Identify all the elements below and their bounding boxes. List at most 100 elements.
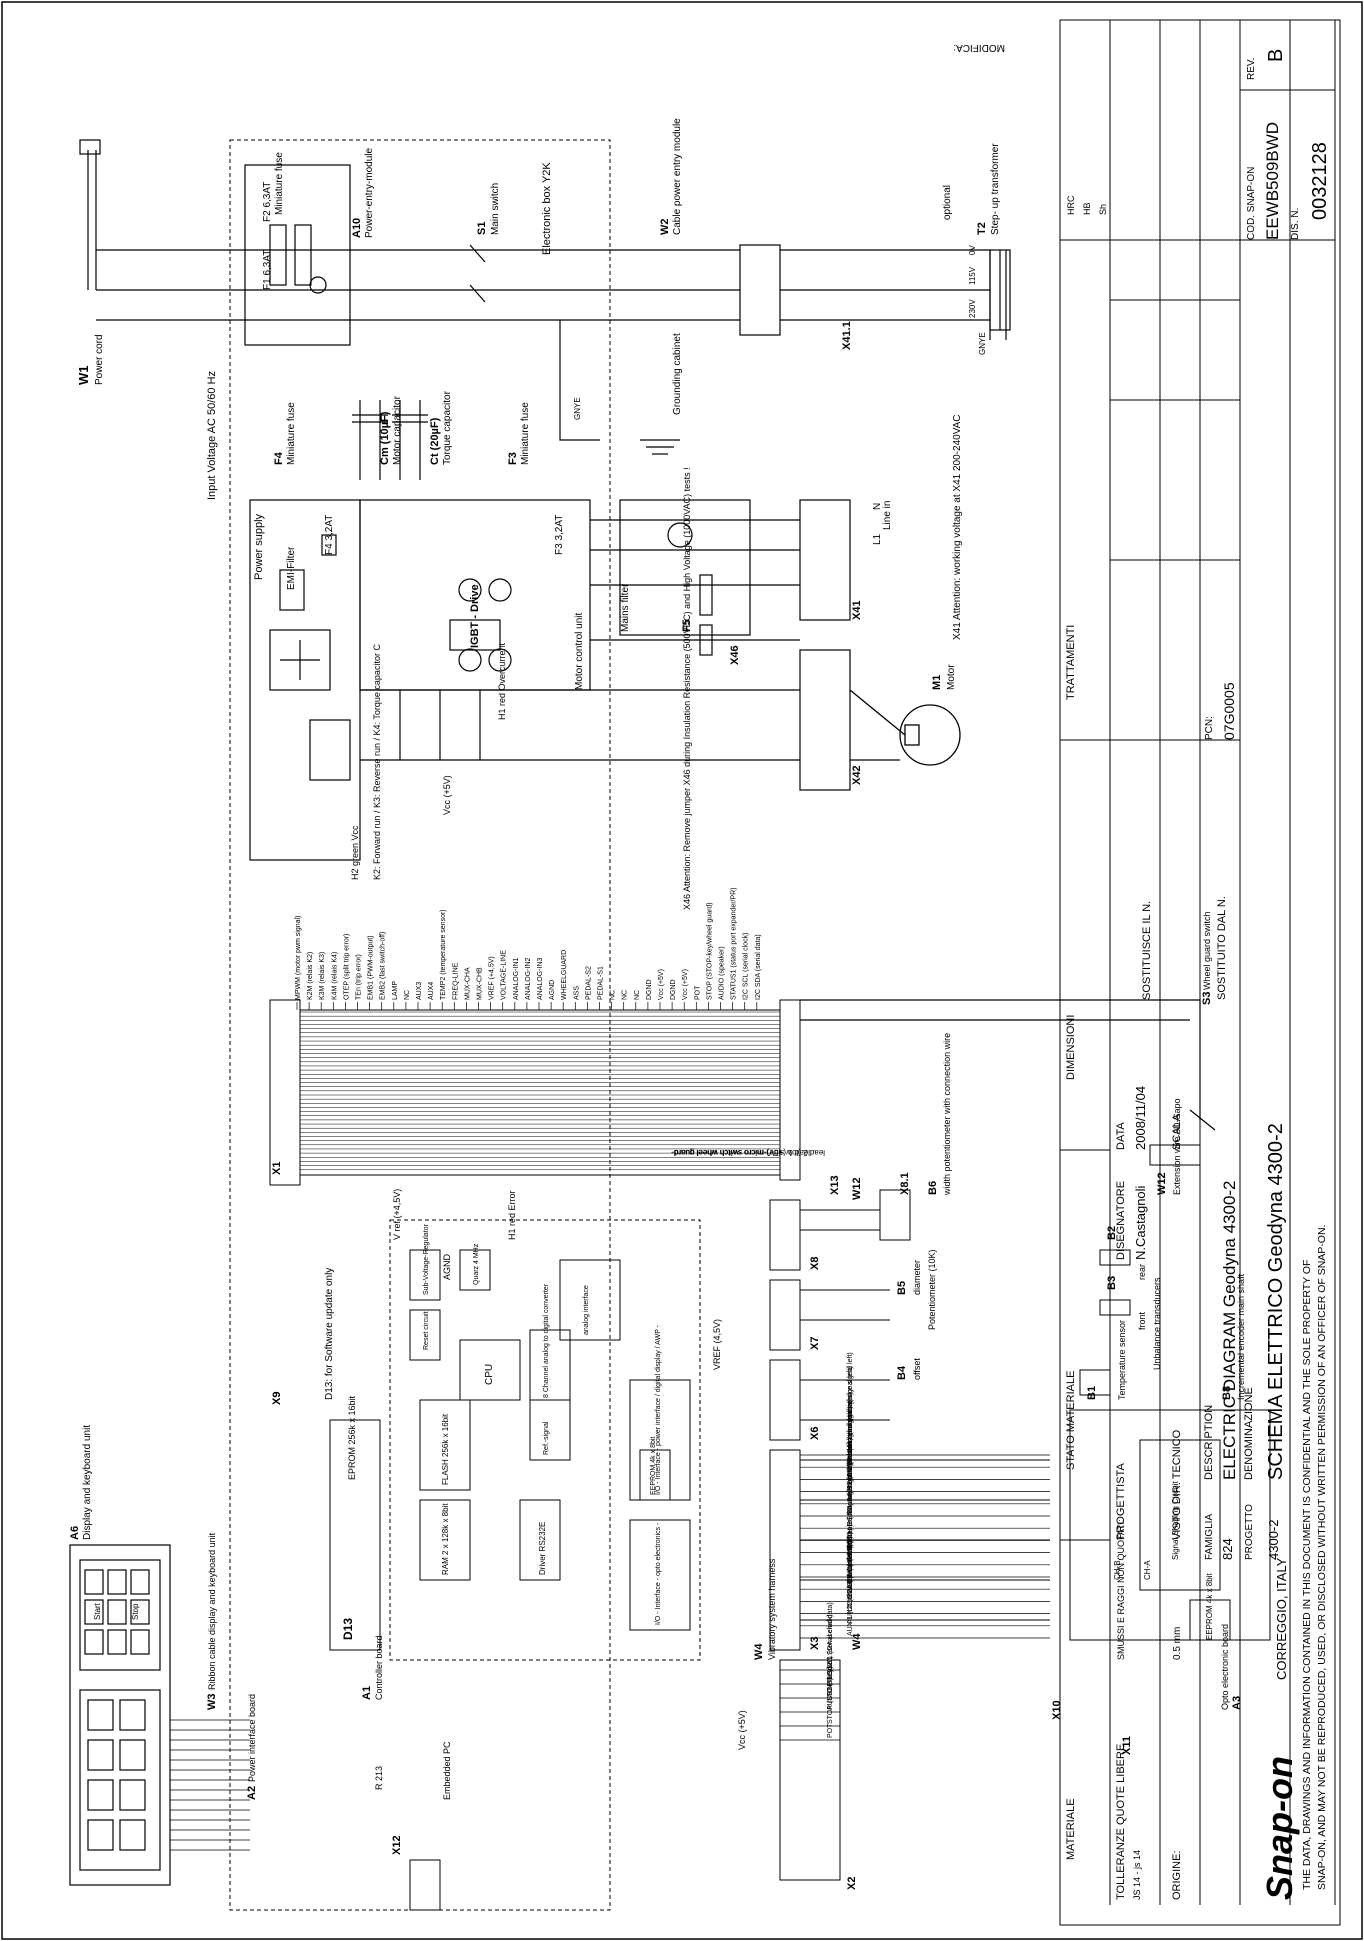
label-f4-value: F4 3,2AT <box>324 515 335 555</box>
x1-signal-label: ASS <box>573 986 580 1000</box>
label-x42: X42 <box>851 765 863 785</box>
label-ct: Ct (20µF) <box>429 417 441 465</box>
x3-signal-label: CH-B (channel B optoelectronic) <box>847 1438 854 1538</box>
col-header-treatments: TRATTAMENTI <box>1065 625 1077 700</box>
draftsman-label: DISEGNATORE <box>1115 1181 1127 1260</box>
x1-signal-label: AUX4 <box>428 982 435 1000</box>
label-t2-115: 115V <box>968 266 977 285</box>
controller-board-a1 <box>329 1219 701 1661</box>
confidential-line-2: SNAP-ON, AND MAY NOT BE REPRODUCED, USED… <box>1316 1225 1328 1890</box>
label-a2: A2 <box>246 1786 258 1800</box>
label-lead1: lead 1 (+5V)-micro switch wheel guard- <box>671 1148 810 1157</box>
label-flash: FLASH 256k x 16bit <box>441 1413 450 1485</box>
x1-signal-label: FREQ-LINE <box>452 962 459 1000</box>
replaces-label: SOSTITUISCE IL N. <box>1141 901 1153 1000</box>
label-x1: X1 <box>271 1162 283 1175</box>
draftsman-value: N.Castagnoli <box>1133 1185 1148 1260</box>
label-f2: F2 6,3AT <box>262 182 273 222</box>
x1-signal-label: MUX-CHB <box>477 967 484 1000</box>
label-s1-desc: Main switch <box>490 183 501 235</box>
x1-signal-label: K3M (relais K3) <box>319 952 326 1000</box>
label-x13: X13 <box>829 1175 841 1195</box>
confidential-line-1: THE DATA, DRAWINGS AND INFORMATION CONTA… <box>1301 1260 1313 1890</box>
x2-signal-label: STATUS1 <box>827 1665 834 1696</box>
x3-signal-label: BAL right - (unbalance signal right) <box>847 1406 854 1514</box>
x1-signal-label: K4M (relais K4) <box>331 952 338 1000</box>
label-adc: 8 Channel analog to digital converter <box>543 1283 550 1398</box>
label-w1-desc: Power cord <box>94 334 105 385</box>
label-b6-desc: width potentiometer with connection wire <box>942 1033 952 1196</box>
motor-m1 <box>849 689 961 766</box>
hardness-hrc: HRC <box>1066 195 1076 215</box>
label-ram: RAM 2 x 128k x 8bit <box>441 1503 450 1575</box>
x3-signal-label: AGND <box>847 1457 854 1477</box>
mains-wiring <box>79 139 1011 455</box>
label-lead2: lead 2 (low side)-micro switch wheel gua… <box>671 1148 825 1157</box>
date-label: DATA <box>1115 1122 1127 1150</box>
x1-signal-label: VREF (+4,5V) <box>489 956 496 1000</box>
label-vcc-top: Vcc (+5V) <box>442 775 452 815</box>
approved-label: VISTO DIR. TECNICO <box>1171 1429 1183 1540</box>
label-igbt: IGBT - Drive <box>469 584 481 648</box>
family-value: 824 <box>1220 1538 1235 1560</box>
x3-signal-label: TEMP1 (temperature sensor) <box>847 1399 854 1490</box>
component-labels: W1 Power cord Input Voltage AC 50/60 Hz … <box>69 118 1246 1890</box>
label-x12: X12 <box>391 1835 403 1855</box>
label-h1-overcurrent: H1 red Overcurrent <box>497 642 507 720</box>
label-cm-desc: Motor capacitor <box>392 395 403 465</box>
label-t2-desc: Step- up transformer <box>990 143 1001 235</box>
label-w12-ext: W12 <box>1156 1172 1168 1195</box>
label-agnd: AGND <box>442 1253 452 1280</box>
label-w1: W1 <box>76 366 91 386</box>
x1-signal-label: PEDAL-S2 <box>585 966 592 1000</box>
project-label: PROGETTO <box>1244 1504 1255 1560</box>
col-header-state: STATO MATERIALE <box>1065 1371 1077 1470</box>
label-eprom: EPROM 256k x 16bit <box>347 1395 357 1480</box>
x1-signal-label: EMB1 (PWM-output) <box>368 935 375 1000</box>
label-gnye-ground: GNYE <box>573 397 582 420</box>
x1-signal-label: NC <box>622 990 629 1000</box>
label-x41: X41 <box>851 600 863 620</box>
x3-signal-label: BAL right + (unbalance signal right) <box>847 1393 854 1502</box>
label-b1: B1 <box>1086 1386 1098 1400</box>
x1-connector <box>269 999 801 1186</box>
x1-signal-label: DGND <box>670 979 677 1000</box>
x1-signal-label: NC <box>634 990 641 1000</box>
x1-signal-label: Vcc (+5V) <box>658 969 665 1000</box>
x1-signal-label: ANALOG-IN2 <box>525 957 532 1000</box>
label-sub-voltage: Sub-Voltage-Regulator <box>423 1224 430 1295</box>
label-x46-note: X46 Attention: Remove jumper X46 during … <box>682 467 692 910</box>
label-chb: CH-B <box>1113 1560 1122 1580</box>
label-a6: A6 <box>69 1526 81 1540</box>
terminal-strips <box>360 499 851 791</box>
x3-signal-lines: BAL left + (unbalance signal left)BAL le… <box>800 1352 1050 1639</box>
x1-signal-label: EMB2 (fast switch-off) <box>380 932 387 1000</box>
label-m1-desc: Motor <box>946 664 957 690</box>
tolerances-value: JS 14 - js 14 <box>1132 1850 1142 1900</box>
x1-signal-label: VOLTAGE-LINE <box>501 950 508 1000</box>
label-f2-desc: Miniature fuse <box>274 152 285 215</box>
label-vcc-x2: Vcc (+5V) <box>737 1710 747 1750</box>
origin-label: ORIGINE: <box>1171 1850 1183 1900</box>
label-t2-optional: optional <box>942 185 953 220</box>
label-h2: H2 green Vcc <box>350 825 360 880</box>
label-h1-error: H1 red Error <box>507 1190 517 1240</box>
x3-signal-label: CH-A (channel A optoelectronic) <box>847 1464 854 1563</box>
label-s3: S3 <box>1201 992 1213 1005</box>
label-f5: F5 <box>681 619 693 632</box>
x1-signal-label: AUDIO (speaker) <box>719 946 726 1000</box>
label-f3-desc: Miniature fuse <box>520 402 531 465</box>
start-key: Start <box>93 1602 102 1620</box>
x1-signal-label: AUX3 <box>416 982 423 1000</box>
label-m1: M1 <box>931 675 943 690</box>
x1-signal-label: STATUS1 (status port expander/PR) <box>731 887 738 1000</box>
label-w3: W3 <box>206 1694 218 1711</box>
label-a1-desc: Controller board <box>374 1635 384 1700</box>
label-cha: CH-A <box>1143 1560 1152 1580</box>
col-header-dimensions: DIMENSIONI <box>1065 1015 1077 1080</box>
x2-signal-label: I2C SDA (serial data) <box>827 1602 834 1668</box>
x3-signal-label: NC <box>847 1540 854 1550</box>
label-f4: F4 <box>273 451 285 465</box>
description-label: DESCRIPTION <box>1203 1405 1215 1480</box>
label-w4: W4 <box>851 1633 863 1650</box>
